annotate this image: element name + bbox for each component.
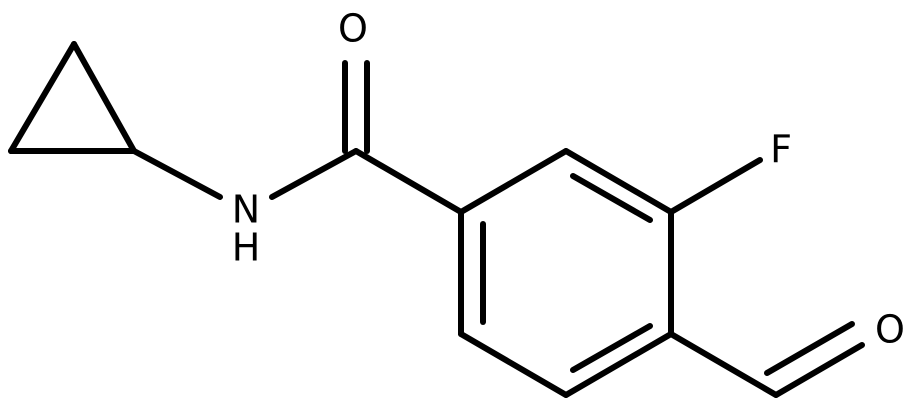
carbonyl-oxygen-label: O (338, 7, 368, 51)
bond-aldehyde-double-a (773, 342, 865, 398)
fluorine-label: F (770, 128, 792, 172)
bond-carbonyl-ring (353, 148, 464, 215)
amide-hydrogen-label: H (232, 226, 261, 270)
bond-cyclopropyl-top-left (8, 41, 77, 154)
bond-nitrogen-carbonyl (269, 148, 359, 200)
bond-ring-aldehyde-carbon (668, 331, 779, 398)
aldehyde-oxygen-label: O (875, 308, 905, 352)
bond-cyclopropyl-nitrogen (131, 148, 223, 200)
bond-aldehyde-double-b (764, 321, 855, 376)
bond-ring-1 (458, 148, 569, 215)
bond-ring-inner-1 (570, 173, 653, 223)
amide-nitrogen-label: N (232, 188, 260, 232)
bond-ring-5 (458, 331, 569, 398)
bond-ring-fluorine (668, 157, 763, 215)
bond-cyclopropyl-top-right (71, 41, 137, 154)
bond-ring-2 (563, 148, 674, 215)
atom-labels: O N H F O (232, 7, 905, 352)
bonds (8, 41, 865, 398)
bond-ring-4 (563, 331, 674, 398)
bond-ring-inner-2 (570, 323, 653, 373)
